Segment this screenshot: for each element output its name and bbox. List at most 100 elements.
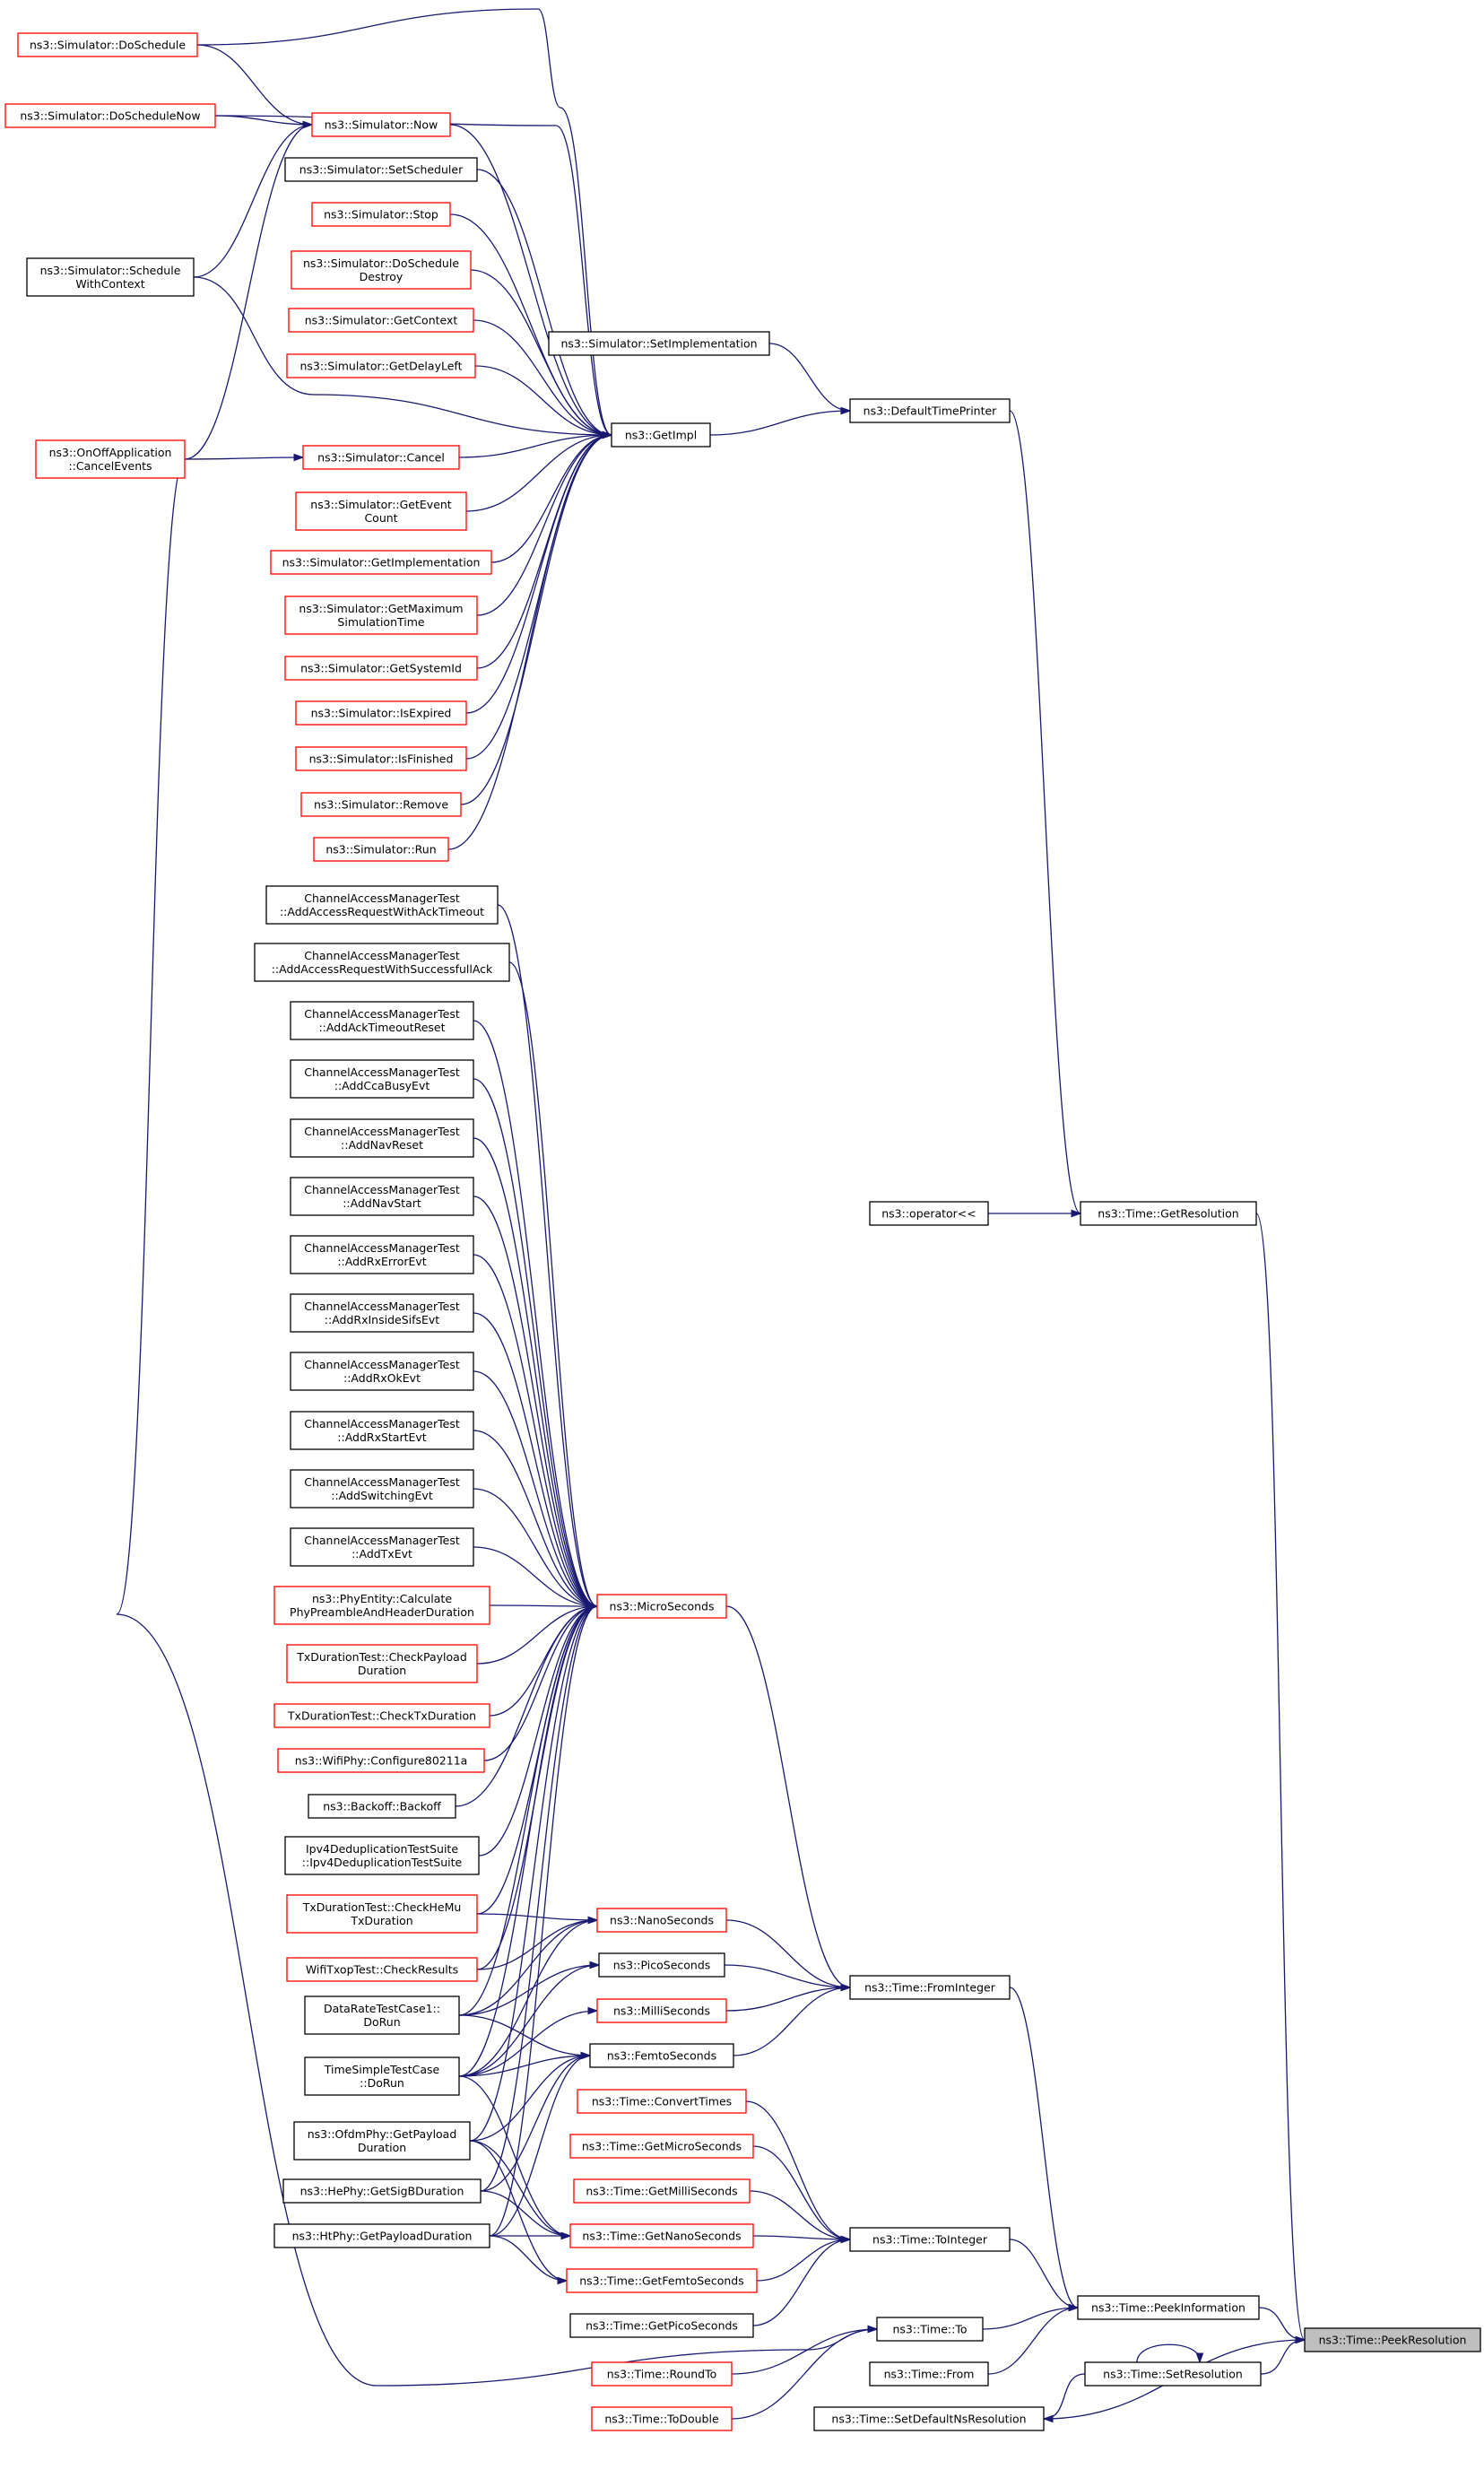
graph-node[interactable]: ns3::Simulator::GetDelayLeft [286,353,476,378]
graph-node[interactable]: ns3::Simulator::GetSystemId [284,656,478,681]
node-box [290,1469,474,1509]
graph-node[interactable]: TxDurationTest::CheckTxDuration [273,1703,490,1728]
graph-node[interactable]: ns3::Simulator::GetContext [288,308,474,333]
graph-node[interactable]: ns3::MilliSeconds [596,1998,727,2023]
graph-node[interactable]: ns3::Simulator::Run [313,837,449,862]
graph-node[interactable]: ChannelAccessManagerTest::AddRxErrorEvt [290,1235,474,1274]
edge-line [483,1605,598,1761]
graph-node[interactable]: ns3::Simulator::Now [311,112,451,137]
graph-node[interactable]: Ipv4DeduplicationTestSuite::Ipv4Deduplic… [284,1836,480,1875]
node-box [273,1703,490,1728]
graph-node[interactable]: ns3::Simulator::IsExpired [295,700,467,726]
edge-line [731,2328,878,2420]
graph-node[interactable]: ns3::GetImpl [611,422,711,448]
node-layer: ns3::Simulator::DoSchedulens3::Simulator… [4,32,1481,2431]
graph-node[interactable]: ns3::NanoSeconds [596,1908,727,1933]
graph-node[interactable]: ns3::Simulator::Remove [300,792,462,817]
node-box [4,103,216,128]
graph-node[interactable]: ns3::Time::To [876,2317,984,2342]
graph-node[interactable]: ns3::Time::RoundTo [591,2361,733,2387]
graph-node[interactable]: TimeSimpleTestCase::DoRun [304,2056,460,2096]
graph-node[interactable]: ns3::PicoSeconds [598,1952,725,1978]
node-label: DoRun [363,2015,400,2029]
graph-node[interactable]: ns3::Time::GetResolution [1080,1201,1257,1226]
graph-node[interactable]: ns3::Time::GetMilliSeconds [573,2178,751,2204]
graph-node[interactable]: ChannelAccessManagerTest::AddRxStartEvt [290,1411,474,1450]
node-box [849,1975,1011,2000]
graph-node[interactable]: ns3::PhyEntity::CalculatePhyPreambleAndH… [273,1586,490,1625]
graph-node[interactable]: ns3::OnOffApplication::CancelEvents [35,439,186,479]
graph-node[interactable]: DataRateTestCase1::DoRun [304,1995,460,2035]
graph-node[interactable]: ns3::Time::FromInteger [849,1975,1011,2000]
graph-node[interactable]: ns3::DefaultTimePrinter [849,398,1011,423]
node-box [290,1352,474,1391]
graph-node[interactable]: ns3::Simulator::DoScheduleNow [4,103,216,128]
graph-node[interactable]: ChannelAccessManagerTest::AddTxEvt [290,1527,474,1567]
graph-node[interactable]: ChannelAccessManagerTest::AddCcaBusyEvt [290,1059,474,1099]
graph-node[interactable]: ns3::Time::ConvertTimes [577,2089,747,2114]
graph-node[interactable]: ns3::HePhy::GetSigBDuration [282,2178,482,2204]
graph-node[interactable]: ns3::MicroSeconds [596,1594,727,1619]
graph-node[interactable]: ns3::Simulator::IsFinished [295,746,467,771]
graph-node[interactable]: ns3::Time::From [869,2361,989,2387]
graph-node[interactable]: ns3::Time::GetNanoSeconds [569,2223,754,2248]
node-box [1077,2295,1260,2320]
graph-node[interactable]: ns3::Simulator::DoSchedule [17,32,198,57]
graph-node[interactable]: ns3::Simulator::SetImplementation [548,331,770,356]
node-label: ns3::PicoSeconds [613,1959,711,1972]
graph-node[interactable]: ns3::Backoff::Backoff [308,1794,456,1819]
graph-node[interactable]: ns3::operator<< [869,1201,989,1226]
graph-node[interactable]: ns3::HtPhy::GetPayloadDuration [273,2223,490,2248]
graph-node[interactable]: ns3::Time::ToDouble [591,2406,733,2431]
graph-node[interactable]: WifiTxopTest::CheckResults [286,1957,478,1982]
node-label: ns3::Time::GetMilliSeconds [586,2185,737,2198]
node-label: ns3::Time::ToInteger [872,2233,988,2247]
node-label: ChannelAccessManagerTest [304,1007,460,1021]
graph-node[interactable]: ns3::Time::SetResolution [1084,2361,1262,2387]
edge-line [709,410,851,436]
edge-line [465,434,612,714]
graph-node[interactable]: ns3::Time::GetPicoSeconds [569,2313,754,2338]
graph-node[interactable]: ChannelAccessManagerTest::AddRxInsideSif… [290,1293,474,1333]
graph-node[interactable]: ns3::Time::GetFemtoSeconds [566,2268,758,2293]
graph-node[interactable]: ChannelAccessManagerTest::AddRxOkEvt [290,1352,474,1391]
root-node: ns3::Time::PeekResolution [1304,2327,1481,2352]
node-box [277,1748,485,1773]
graph-node[interactable]: ns3::OfdmPhy::GetPayloadDuration [293,2121,471,2161]
node-box [596,1998,727,2023]
graph-node[interactable]: ChannelAccessManagerTest::AddAckTimeoutR… [290,1001,474,1040]
graph-node[interactable]: ChannelAccessManagerTest::AddAccessReque… [254,943,510,982]
edge-arrowhead [293,453,305,462]
node-box [290,1527,474,1567]
graph-node[interactable]: ChannelAccessManagerTest::AddNavStart [290,1177,474,1216]
graph-node[interactable]: ns3::FemtoSeconds [589,2043,734,2068]
graph-node[interactable]: ns3::Time::ToInteger [849,2227,1011,2252]
edge-line [214,115,313,126]
node-label: TxDuration [350,1914,412,1927]
graph-node[interactable]: ns3::Simulator::GetImplementation [270,550,492,575]
node-label: ::AddRxInsideSifsEvt [325,1313,440,1326]
graph-node[interactable]: ns3::Time::PeekInformation [1077,2295,1260,2320]
edge-line [489,1605,598,2237]
graph-node[interactable]: ns3::Simulator::Cancel [302,445,460,470]
node-box [1080,1201,1257,1226]
graph-node[interactable]: ns3::Simulator::SetScheduler [284,157,478,182]
node-label: ns3::Simulator::Now [325,118,438,132]
node-label: ::AddRxErrorEvt [337,1255,426,1268]
graph-node[interactable]: ns3::Time::GetMicroSeconds [569,2134,754,2159]
edge-line [480,2055,591,2192]
graph-node[interactable]: ns3::Time::SetDefaultNsResolution [813,2406,1045,2431]
graph-node[interactable]: ChannelAccessManagerTest::AddAccessReque… [265,885,499,925]
graph-node[interactable]: ns3::Simulator::Stop [311,202,451,227]
graph-node[interactable]: ChannelAccessManagerTest::AddSwitchingEv… [290,1469,474,1509]
edge-line [489,2055,591,2237]
graph-node[interactable]: ns3::WifiPhy::Configure80211a [277,1748,485,1773]
node-label: ns3::Time::ConvertTimes [592,2095,732,2108]
graph-node[interactable]: ChannelAccessManagerTest::AddNavReset [290,1118,474,1158]
